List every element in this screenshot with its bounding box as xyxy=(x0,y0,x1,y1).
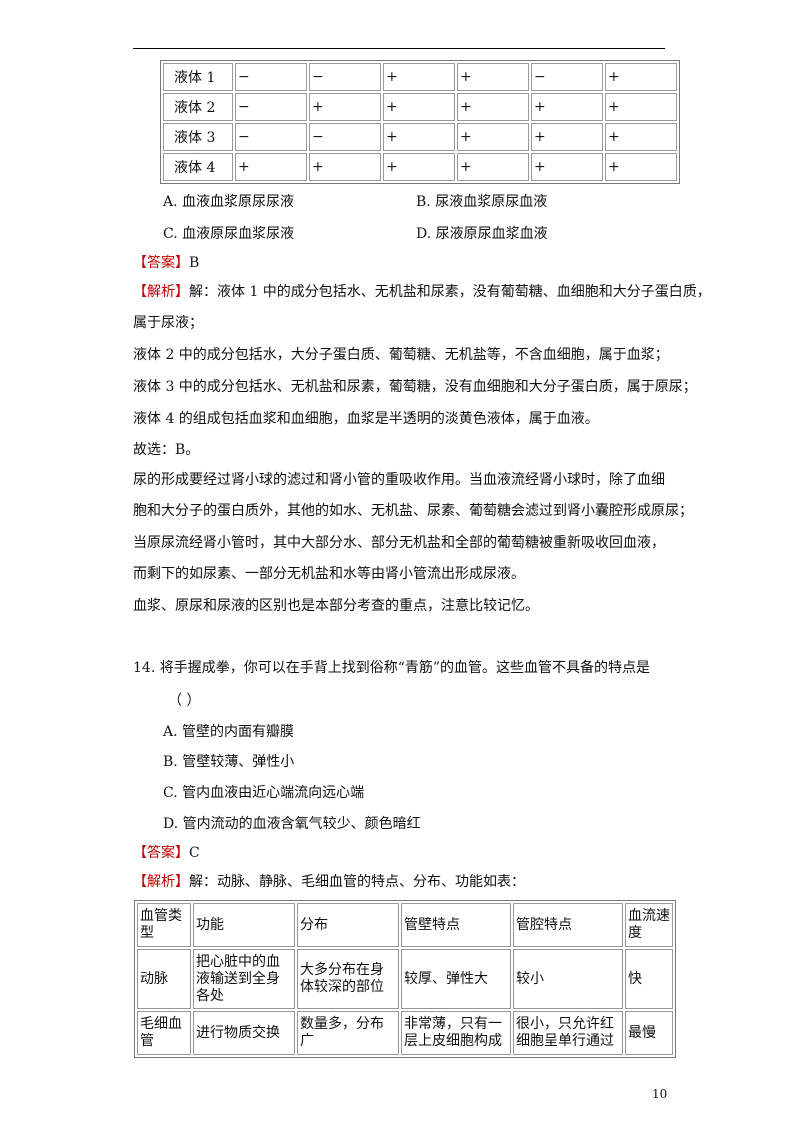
table-cell: + xyxy=(531,123,603,151)
q13-answer: 【答案】B xyxy=(133,253,199,273)
table-cell: 进行物质交换 xyxy=(193,1011,295,1055)
table-cell: 非常薄，只有一层上皮细胞构成 xyxy=(401,1011,511,1055)
q13-option-c: C. 血液原尿血浆尿液 xyxy=(163,226,295,242)
table-cell: − xyxy=(235,93,307,121)
row-label: 液体 1 xyxy=(163,63,233,91)
column-header: 管壁特点 xyxy=(401,903,511,947)
table-cell: 最慢 xyxy=(625,1011,673,1055)
table-cell: 较厚、弹性大 xyxy=(401,949,511,1009)
q13-analysis-line: 液体 4 的组成包括血浆和血细胞，血浆是半透明的淡黄色液体，属于血液。 xyxy=(133,411,599,427)
q13-analysis-line: 而剩下的如尿素、一部分无机盐和水等由肾小管流出形成尿液。 xyxy=(133,566,525,582)
table-cell: − xyxy=(235,123,307,151)
q13-option-b: B. 尿液血浆原尿血液 xyxy=(416,194,548,210)
column-header: 血管类型 xyxy=(137,903,191,947)
answer-value: B xyxy=(189,255,200,271)
q13-option-a: A. 血液血浆原尿尿液 xyxy=(163,194,295,210)
table-cell: + xyxy=(605,93,677,121)
table-row: 液体 4 + + + + + + xyxy=(163,153,677,181)
header-rule xyxy=(133,48,665,49)
table-cell: + xyxy=(383,123,455,151)
q13-analysis-line: 【解析】解：液体 1 中的成分包括水、无机盐和尿素，没有葡萄糖、血细胞和大分子蛋… xyxy=(133,282,711,302)
q13-analysis-line: 尿的形成要经过肾小球的滤过和肾小管的重吸收作用。当血液流经肾小球时，除了血细 xyxy=(133,472,665,488)
table-row: 液体 3 − − + + + + xyxy=(163,123,677,151)
column-header: 分布 xyxy=(297,903,399,947)
table-cell: + xyxy=(605,63,677,91)
vessel-comparison-table: 血管类型 功能 分布 管壁特点 管腔特点 血流速度 动脉 把心脏中的血液输送到全… xyxy=(134,900,676,1058)
table-cell: + xyxy=(531,153,603,181)
table-row: 动脉 把心脏中的血液输送到全身各处 大多分布在身体较深的部位 较厚、弹性大 较小… xyxy=(137,949,673,1009)
analysis-tag: 【解析】 xyxy=(133,874,189,890)
column-header: 血流速度 xyxy=(625,903,673,947)
table-row: 液体 2 − + + + + + xyxy=(163,93,677,121)
analysis-tag: 【解析】 xyxy=(133,284,189,300)
q13-analysis-line: 液体 2 中的成分包括水，大分子蛋白质、葡萄糖、无机盐等，不含血细胞，属于血浆； xyxy=(133,347,669,363)
table-cell: − xyxy=(309,63,381,91)
table-cell: + xyxy=(605,153,677,181)
q14-answer-blank: （ ） xyxy=(168,693,201,709)
table-cell: 快 xyxy=(625,949,673,1009)
table-cell: 把心脏中的血液输送到全身各处 xyxy=(193,949,295,1009)
q14-option-a: A. 管壁的内面有瓣膜 xyxy=(163,724,295,740)
table-header-row: 血管类型 功能 分布 管壁特点 管腔特点 血流速度 xyxy=(137,903,673,947)
fluid-composition-table: 液体 1 − − + + − + 液体 2 − + + + + + 液体 3 −… xyxy=(160,60,680,184)
table-cell: + xyxy=(457,153,529,181)
answer-tag: 【答案】 xyxy=(133,255,189,271)
q13-analysis-line: 当原尿流经肾小管时，其中大部分水、部分无机盐和全部的葡萄糖被重新吸收回血液， xyxy=(133,535,665,551)
table-cell: + xyxy=(457,93,529,121)
q13-analysis-line: 故选：B。 xyxy=(133,442,200,458)
q14-option-b: B. 管壁较薄、弹性小 xyxy=(163,754,295,770)
table-cell: 动脉 xyxy=(137,949,191,1009)
table-cell: 数量多，分布广 xyxy=(297,1011,399,1055)
q13-analysis-line: 胞和大分子的蛋白质外，其他的如水、无机盐、尿素、葡萄糖会滤过到肾小囊腔形成原尿； xyxy=(133,503,693,519)
table-cell: + xyxy=(309,93,381,121)
table-cell: + xyxy=(383,93,455,121)
table-cell: + xyxy=(605,123,677,151)
table-cell: + xyxy=(309,153,381,181)
q13-option-d: D. 尿液原尿血浆血液 xyxy=(416,226,548,242)
table-cell: 较小 xyxy=(513,949,623,1009)
analysis-text: 解：动脉、静脉、毛细血管的特点、分布、功能如表： xyxy=(189,874,525,890)
table-cell: − xyxy=(309,123,381,151)
table-cell: 大多分布在身体较深的部位 xyxy=(297,949,399,1009)
answer-value: C xyxy=(189,845,200,861)
table-cell: + xyxy=(383,153,455,181)
table-row: 毛细血管 进行物质交换 数量多，分布广 非常薄，只有一层上皮细胞构成 很小，只允… xyxy=(137,1011,673,1055)
analysis-text: 解：液体 1 中的成分包括水、无机盐和尿素，没有葡萄糖、血细胞和大分子蛋白质， xyxy=(189,284,711,300)
table-cell: + xyxy=(457,123,529,151)
table-cell: + xyxy=(235,153,307,181)
row-label: 液体 2 xyxy=(163,93,233,121)
q14-option-d: D. 管内流动的血液含氧气较少、颜色暗红 xyxy=(163,816,421,832)
column-header: 管腔特点 xyxy=(513,903,623,947)
table-cell: + xyxy=(383,63,455,91)
table-cell: + xyxy=(531,93,603,121)
row-label: 液体 3 xyxy=(163,123,233,151)
q14-answer: 【答案】C xyxy=(133,843,200,863)
table-cell: − xyxy=(531,63,603,91)
table-cell: − xyxy=(235,63,307,91)
q14-option-c: C. 管内血液由近心端流向远心端 xyxy=(163,785,365,801)
table-cell: 很小，只允许红细胞呈单行通过 xyxy=(513,1011,623,1055)
answer-tag: 【答案】 xyxy=(133,845,189,861)
page-number: 10 xyxy=(652,1087,668,1101)
table-row: 液体 1 − − + + − + xyxy=(163,63,677,91)
q13-analysis-line: 血浆、原尿和尿液的区别也是本部分考查的重点，注意比较记忆。 xyxy=(133,598,539,614)
q13-analysis-line: 属于尿液； xyxy=(133,315,203,331)
q14-analysis: 【解析】解：动脉、静脉、毛细血管的特点、分布、功能如表： xyxy=(133,872,525,892)
row-label: 液体 4 xyxy=(163,153,233,181)
table-cell: 毛细血管 xyxy=(137,1011,191,1055)
column-header: 功能 xyxy=(193,903,295,947)
q13-analysis-line: 液体 3 中的成分包括水、无机盐和尿素，葡萄糖，没有血细胞和大分子蛋白质，属于原… xyxy=(133,379,697,395)
q14-stem: 14. 将手握成拳，你可以在手背上找到俗称“青筋”的血管。这些血管不具备的特点是 xyxy=(133,660,651,676)
table-cell: + xyxy=(457,63,529,91)
